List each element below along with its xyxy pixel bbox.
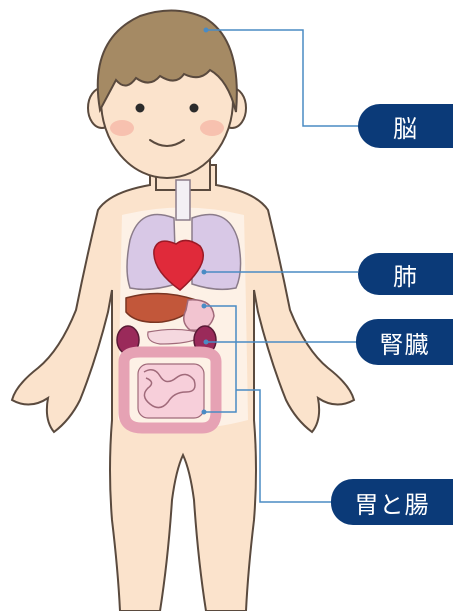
label-lung: 肺	[358, 253, 453, 295]
right-cheek	[200, 120, 224, 136]
head	[88, 10, 246, 178]
left-cheek	[110, 120, 134, 136]
right-eye	[190, 104, 199, 113]
stomach	[184, 300, 214, 330]
small-intestine	[138, 364, 204, 418]
trachea	[176, 180, 190, 220]
label-stomach-intestine: 胃と腸	[331, 479, 453, 525]
label-brain: 脳	[358, 104, 453, 148]
label-kidney: 腎臓	[356, 319, 453, 365]
left-eye	[136, 104, 145, 113]
